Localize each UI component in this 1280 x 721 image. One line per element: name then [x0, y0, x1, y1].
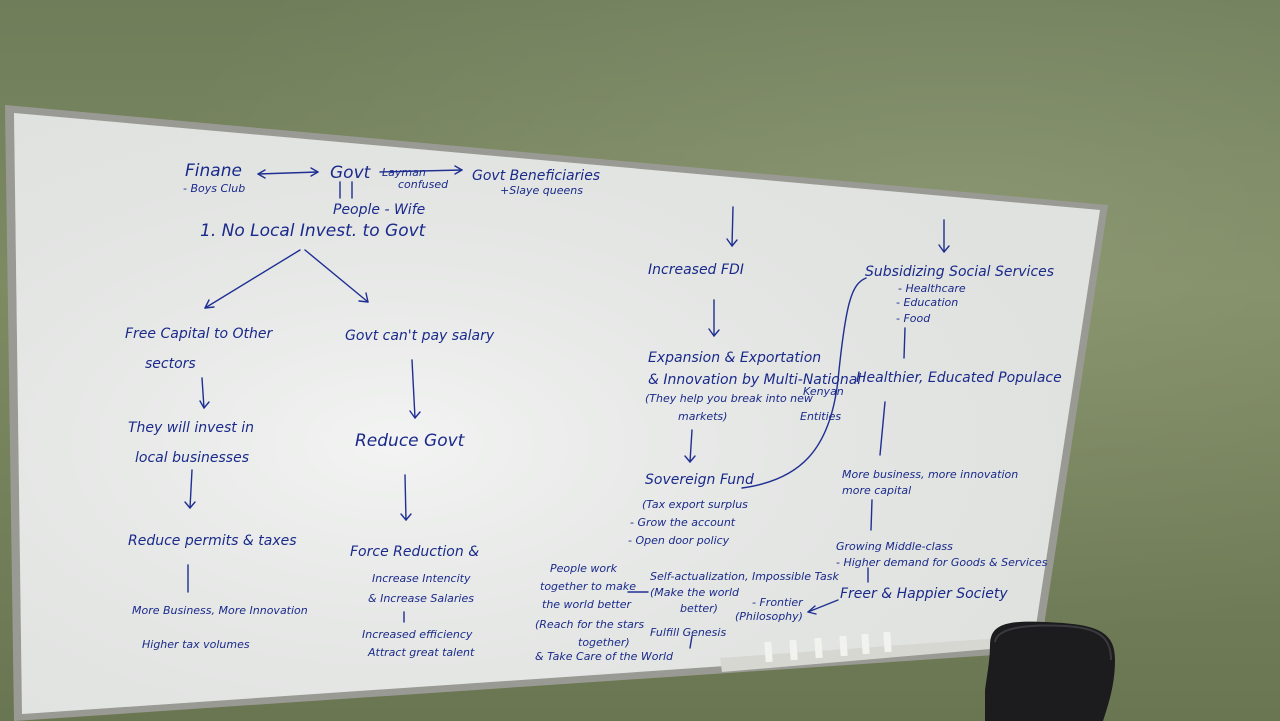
layman-label: Layman	[382, 166, 426, 179]
middle-branch-line: & Increase Salaries	[368, 592, 474, 605]
bottom-center-line: (Philosophy)	[735, 610, 803, 623]
left-branch-line: They will invest in	[128, 420, 254, 436]
fdi-branch-line: markets)	[678, 410, 727, 423]
left-branch-line: Reduce permits & taxes	[128, 533, 297, 549]
social-branch-line: - Food	[896, 312, 931, 325]
bottom-center-line: (Reach for the stars	[535, 618, 644, 631]
bottom-center-line: Self-actualization, Impossible Task	[650, 570, 839, 583]
left-branch-line: Free Capital to Other	[125, 326, 274, 342]
left-branch-line: Higher tax volumes	[142, 638, 250, 651]
fdi-branch-line: Kenyan	[803, 385, 844, 398]
bottom-center-cluster: People work together to make the world b…	[535, 562, 839, 663]
middle-branch-line: Govt can't pay salary	[345, 328, 495, 344]
people-wife-label: People - Wife	[333, 202, 425, 218]
govt-label: Govt	[330, 163, 372, 183]
left-branch-line: More Business, More Innovation	[132, 604, 308, 617]
diagram-arrows	[184, 165, 950, 649]
finance-label: Finane	[185, 161, 242, 181]
bottom-center-line: - Frontier	[752, 596, 804, 609]
social-branch-line: Subsidizing Social Services	[865, 264, 1054, 280]
social-branch-line: Healthier, Educated Populace	[856, 370, 1062, 386]
bottom-center-line: (Make the world	[650, 586, 740, 599]
fdi-branch-line: Sovereign Fund	[645, 472, 754, 488]
social-branch-line: - Healthcare	[898, 282, 966, 295]
middle-branch-line: Increased efficiency	[362, 628, 473, 641]
fdi-branch-line: Entities	[800, 410, 841, 423]
social-branch-line: Growing Middle-class	[836, 540, 953, 553]
marker-tray	[720, 638, 1002, 672]
bottom-center-line: together to make	[540, 580, 636, 593]
fdi-branch-line: Increased FDI	[648, 262, 744, 278]
office-chair	[985, 621, 1115, 721]
social-branch-line: More business, more innovation	[842, 468, 1018, 481]
middle-branch-line: Increase Intencity	[372, 572, 471, 585]
middle-branch-line: Force Reduction &	[350, 544, 479, 560]
bottom-center-line: Fulfill Genesis	[650, 626, 726, 639]
bottom-center-line: People work	[550, 562, 618, 575]
confused-label: confused	[398, 178, 449, 191]
fdi-branch-line: & Innovation by Multi-National	[648, 372, 861, 388]
finance-sub-label: - Boys Club	[183, 182, 245, 195]
fdi-branch-line: - Open door policy	[628, 534, 730, 547]
middle-branch: Govt can't pay salary Reduce Govt Force …	[345, 328, 495, 659]
beneficiaries-label: Govt Beneficiaries	[472, 168, 600, 184]
social-branch-line: - Education	[896, 296, 958, 309]
slay-queens-label: +Slaye queens	[500, 184, 583, 197]
left-branch-line: sectors	[145, 356, 196, 372]
bottom-center-line: & Take Care of the World	[535, 650, 674, 663]
fdi-branch-line: - Grow the account	[630, 516, 736, 529]
middle-branch-line: Reduce Govt	[355, 431, 466, 451]
middle-branch-line: Attract great talent	[367, 646, 475, 659]
top-left-cluster: Finane Govt Govt Beneficiaries 1. No Loc…	[185, 161, 600, 241]
social-branch: Subsidizing Social Services - Healthcare…	[836, 264, 1062, 602]
fdi-branch-line: (They help you break into new	[645, 392, 813, 405]
social-branch-line: - Higher demand for Goods & Services	[836, 556, 1048, 569]
bottom-center-line: better)	[680, 602, 718, 615]
point1-label: 1. No Local Invest. to Govt	[200, 221, 427, 241]
left-branch: Free Capital to Other sectors They will …	[125, 326, 308, 651]
marker-clips	[764, 631, 892, 663]
fdi-branch: Increased FDI Expansion & Exportation & …	[628, 262, 861, 547]
social-branch-line: Freer & Happier Society	[840, 586, 1008, 602]
fdi-branch-line: Expansion & Exportation	[648, 350, 821, 366]
bottom-center-line: the world better	[542, 598, 632, 611]
fdi-branch-line: (Tax export surplus	[642, 498, 748, 511]
bottom-center-line: together)	[578, 636, 630, 649]
left-branch-line: local businesses	[135, 450, 249, 466]
social-branch-line: more capital	[842, 484, 911, 497]
